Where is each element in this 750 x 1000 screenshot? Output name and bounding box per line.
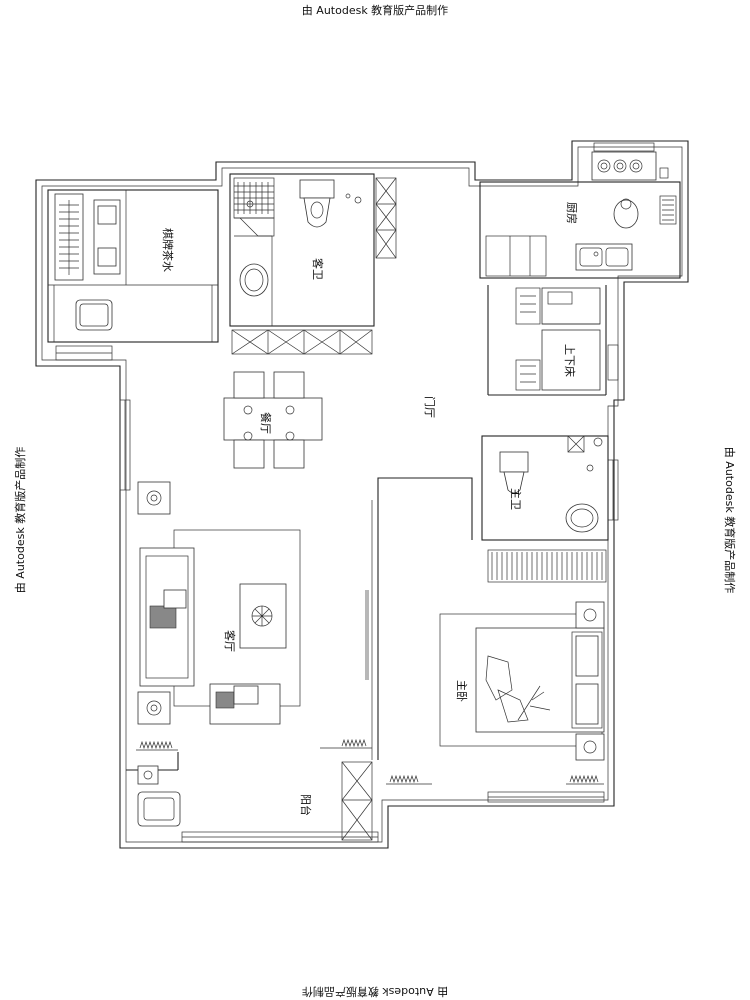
guest-bath-fixtures (233, 177, 362, 326)
room-label-kitchen: 厨房 (565, 202, 578, 224)
room-label-lounge: 棋牌茶水 (161, 228, 175, 272)
kitchen-fixtures (485, 151, 677, 277)
watermark-top: 由 Autodesk 教育版产品制作 (301, 4, 449, 17)
outer-walls (35, 140, 689, 849)
windows (55, 142, 655, 843)
living-furniture (137, 481, 301, 725)
dining-furniture (223, 371, 323, 469)
balcony-fixtures (137, 765, 181, 827)
interior-walls (47, 173, 681, 841)
master-bedroom-furniture (439, 601, 605, 761)
room-label-living: 客厅 (223, 630, 237, 652)
radiators (136, 738, 604, 785)
room-label-bunk-room: 上下床 (563, 344, 577, 377)
lounge-furniture (54, 193, 121, 331)
room-label-master-bedroom: 主卧 (455, 680, 468, 702)
room-label-dining: 餐厅 (259, 412, 273, 434)
bunk-room-furniture (520, 287, 601, 391)
room-labels: 棋牌茶水 客卫 厨房 上下床 门厅 餐厅 主卫 客厅 主卧 阳台 (161, 202, 578, 816)
room-label-balcony: 阳台 (299, 794, 313, 816)
room-label-entrance: 门厅 (423, 396, 437, 418)
master-bath-fixtures (499, 435, 603, 533)
room-label-master-bath: 主卫 (509, 488, 522, 510)
room-label-guest-bath: 客卫 (311, 258, 325, 280)
